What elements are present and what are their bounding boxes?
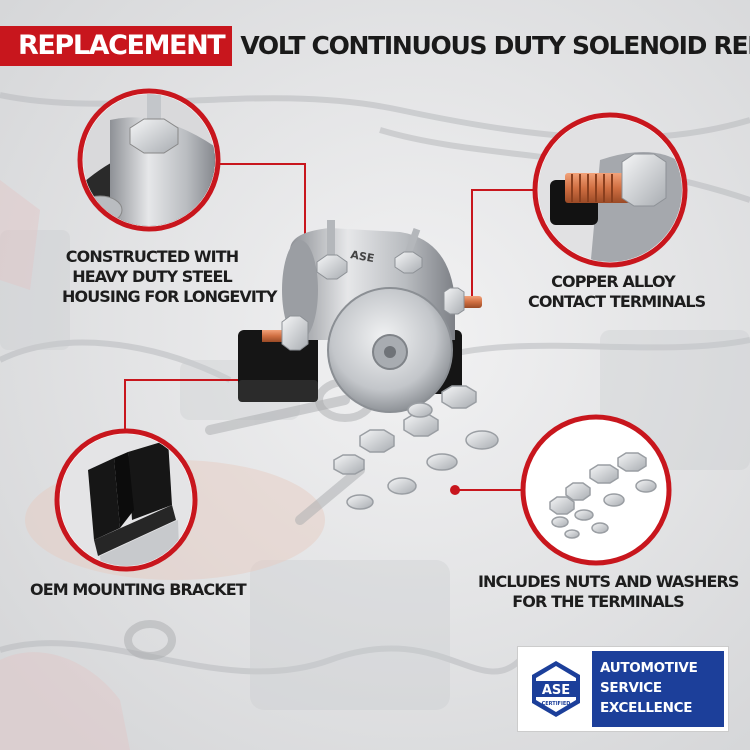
- feature-nuts-washers: INCLUDES NUTS AND WASHERS FOR THE TERMIN…: [478, 572, 739, 612]
- ase-text: AUTOMOTIVE SERVICE EXCELLENCE: [600, 658, 698, 718]
- feature-steel-housing-line2: HEAVY DUTY STEEL: [72, 267, 232, 286]
- ase-mark-subtext: CERTIFIED: [542, 701, 571, 707]
- feature-mounting-bracket-line1: OEM MOUNTING BRACKET: [30, 580, 247, 599]
- feature-nuts-washers-line1: INCLUDES NUTS AND WASHERS: [478, 572, 739, 591]
- title-highlight: REPLACEMENT: [0, 26, 233, 66]
- ase-line1: AUTOMOTIVE: [600, 660, 698, 676]
- feature-steel-housing: CONSTRUCTED WITH HEAVY DUTY STEEL HOUSIN…: [62, 247, 277, 307]
- feature-nuts-washers-line2: FOR THE TERMINALS: [512, 592, 684, 611]
- ase-text-panel: [592, 651, 724, 727]
- nuts-washers-detail: [549, 452, 657, 539]
- title-text: VOLT CONTINUOUS DUTY SOLENOID RELAY: [240, 31, 750, 60]
- page-title: REPLACEMENT VOLT CONTINUOUS DUTY SOLENOI…: [0, 26, 750, 66]
- solenoid-relay: ASE: [238, 220, 482, 413]
- product-label-text: ASE: [349, 248, 375, 265]
- ase-logo-icon: ASE CERTIFIED: [532, 661, 580, 717]
- feature-copper-terminals-line2: CONTACT TERMINALS: [528, 292, 706, 311]
- feature-steel-housing-line1: CONSTRUCTED WITH: [65, 247, 239, 266]
- ase-mark-text: ASE: [542, 683, 570, 698]
- feature-mounting-bracket: OEM MOUNTING BRACKET: [30, 580, 247, 600]
- ase-line2: SERVICE: [600, 680, 662, 696]
- feature-steel-housing-line3: HOUSING FOR LONGEVITY: [62, 287, 277, 306]
- copper-terminal-detail: [538, 118, 682, 262]
- ase-line3: EXCELLENCE: [600, 700, 693, 716]
- ase-certification-badge: ASE CERTIFIED AUTOMOTIVE SERVICE EXCELLE…: [517, 646, 729, 732]
- feature-copper-terminals: COPPER ALLOY CONTACT TERMINALS: [528, 272, 706, 312]
- feature-copper-terminals-line1: COPPER ALLOY: [551, 272, 676, 291]
- mounting-bracket-detail: [60, 434, 192, 566]
- nuts-washers-group: [333, 385, 499, 510]
